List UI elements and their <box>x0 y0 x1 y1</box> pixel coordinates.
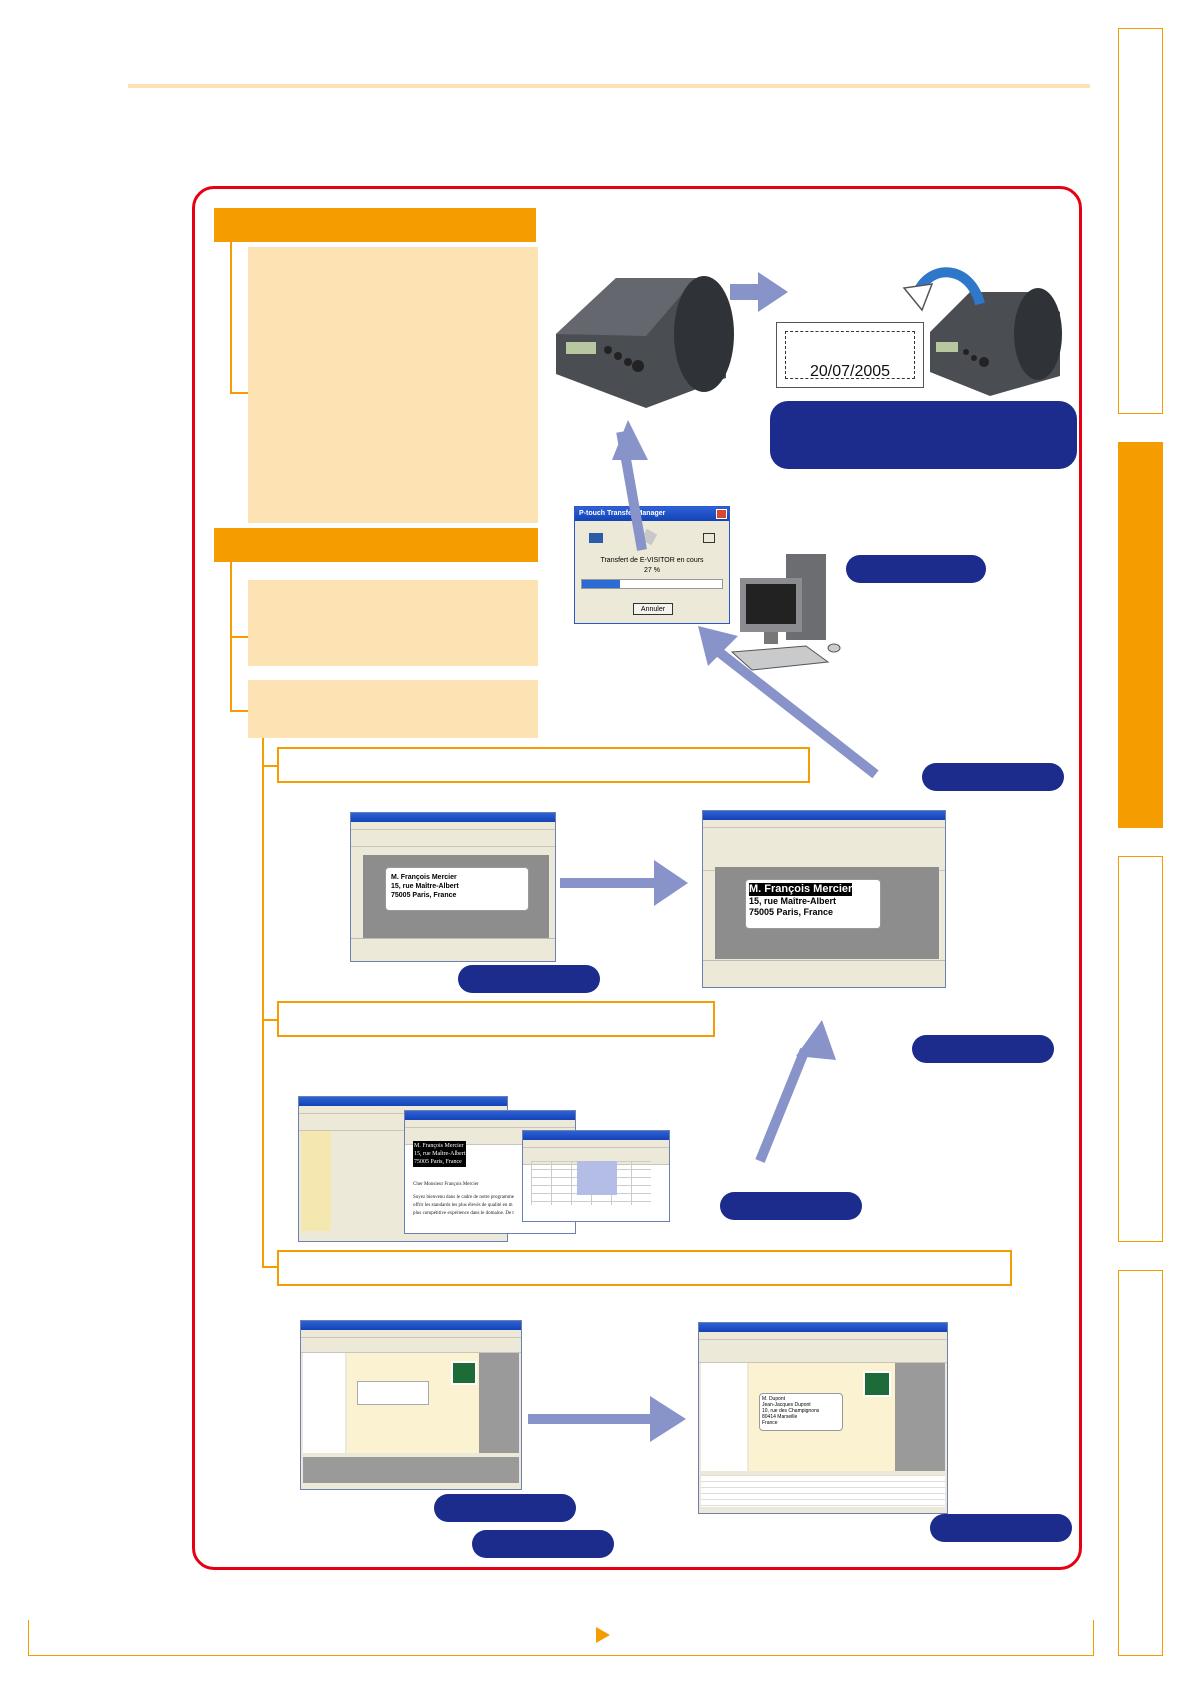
transfer-progress-bar <box>581 579 723 589</box>
header-rule <box>128 84 1090 88</box>
section-2b-description-box <box>248 680 538 738</box>
label-preview-large: M. François Mercier 15, rue Maître-Alber… <box>745 879 881 929</box>
close-icon[interactable] <box>716 509 727 519</box>
arrow-diagonal-icon <box>698 626 738 666</box>
label-line-3: 75005 Paris, France <box>749 907 834 917</box>
database-screenshot-2: M. Dupont Jean-Jacques Dupont 10, rue de… <box>698 1322 948 1514</box>
arrow-right-icon <box>654 860 688 906</box>
letter-body: Cher Monsieur François Mercier Soyez bie… <box>413 1181 514 1218</box>
caption-pill <box>922 763 1064 791</box>
db-label-preview: M. Dupont Jean-Jacques Dupont 10, rue de… <box>759 1393 843 1431</box>
arrow-right-line <box>560 878 670 888</box>
side-tab-2-active[interactable] <box>1118 442 1163 828</box>
tree-connector <box>230 710 248 712</box>
caption-pill <box>472 1530 614 1558</box>
footer-bar <box>28 1620 1094 1656</box>
arrow-up-icon <box>612 420 648 460</box>
label-line-1: M. François Mercier <box>391 874 457 881</box>
tree-connector <box>262 1266 278 1268</box>
caption-pill <box>458 965 600 993</box>
label-line-3: 75005 Paris, France <box>391 892 457 899</box>
side-tab-3[interactable] <box>1118 856 1163 1242</box>
excel-screenshot <box>522 1130 670 1222</box>
tree-connector <box>230 636 248 638</box>
db-line-4: 80414 Marseille <box>762 1414 798 1420</box>
label-line-1-selected: M. François Mercier <box>749 883 853 896</box>
section-heading-2 <box>214 528 538 562</box>
curved-arrow-icon <box>902 267 985 312</box>
editor-screenshot-1: M. François Mercier 15, rue Maître-Alber… <box>350 812 556 962</box>
word-line-2: 15, rue Maître-Albert <box>414 1151 466 1157</box>
label-date: 20/07/2005 <box>809 363 891 380</box>
editor-screenshot-2: M. François Mercier 15, rue Maître-Alber… <box>702 810 946 988</box>
tree-connector <box>262 1019 278 1021</box>
tree-connector <box>262 738 264 1268</box>
db-line-2: Jean-Jacques Dupont <box>762 1402 811 1408</box>
transfer-percent: 27 % <box>644 567 660 574</box>
arrow-right-icon <box>650 1396 686 1442</box>
cancel-button[interactable]: Annuler <box>633 603 673 615</box>
section-heading-1 <box>214 208 536 242</box>
transfer-progress-fill <box>582 580 620 588</box>
label-preview-small: M. François Mercier 15, rue Maître-Alber… <box>385 867 529 911</box>
method-2-box <box>277 1001 715 1037</box>
tree-connector <box>262 765 278 767</box>
tree-connector <box>230 392 248 394</box>
caption-pill <box>930 1514 1072 1542</box>
label-line-2: 15, rue Maître-Albert <box>391 883 459 890</box>
word-merge-fields: M. François Mercier 15, rue Maître-Alber… <box>413 1141 467 1167</box>
side-tab-1[interactable] <box>1118 28 1163 414</box>
arrow-right-icon <box>730 272 788 312</box>
transfer-manager-dialog: P-touch Transfer Manager Transfert de E-… <box>574 506 730 624</box>
letter-body-2: offrir les standards les plus élevés de … <box>413 1203 513 1208</box>
caption-pill <box>720 1192 862 1220</box>
overview-frame <box>192 186 1082 1570</box>
caption-pill <box>434 1494 576 1522</box>
db-line-3: 10, rue des Champignons <box>762 1408 820 1414</box>
caption-pill <box>912 1035 1054 1063</box>
section-1-description-box <box>248 247 538 523</box>
db-line-5: France <box>762 1420 778 1426</box>
letter-greeting: Cher Monsieur François Mercier <box>413 1182 479 1187</box>
caption-label-printed <box>770 401 1077 469</box>
label-printer-output-illustration <box>930 288 1062 396</box>
transfer-status: Transfert de E-VISITOR en cours <box>600 557 704 564</box>
label-printer-illustration <box>556 276 734 408</box>
printed-label: 20/07/2005 <box>776 322 924 388</box>
printer-icon <box>703 533 715 543</box>
section-2a-description-box <box>248 580 538 666</box>
computer-illustration <box>730 554 841 671</box>
db-line-1: M. Dupont <box>762 1396 786 1402</box>
method-1-box <box>277 747 810 783</box>
next-page-arrow-icon[interactable] <box>596 1627 610 1643</box>
label-line-2: 15, rue Maître-Albert <box>749 896 837 906</box>
method-3-box <box>277 1250 1012 1286</box>
letter-body-1: Soyez bienvenu dans le cadre de notre pr… <box>413 1195 514 1200</box>
word-line-3: 75005 Paris, France <box>414 1159 462 1165</box>
arrow-right-line <box>528 1414 654 1424</box>
letter-body-3: plus compétitive expérience dans le doma… <box>413 1211 514 1216</box>
arrow-up-icon <box>796 1020 836 1060</box>
database-screenshot-1 <box>300 1320 522 1490</box>
dialog-title: P-touch Transfer Manager <box>575 507 729 521</box>
tree-connector <box>230 242 232 394</box>
computer-icon <box>589 533 603 543</box>
side-tab-4[interactable] <box>1118 1270 1163 1656</box>
caption-pill <box>846 555 986 583</box>
word-line-1: M. François Mercier <box>414 1143 464 1149</box>
